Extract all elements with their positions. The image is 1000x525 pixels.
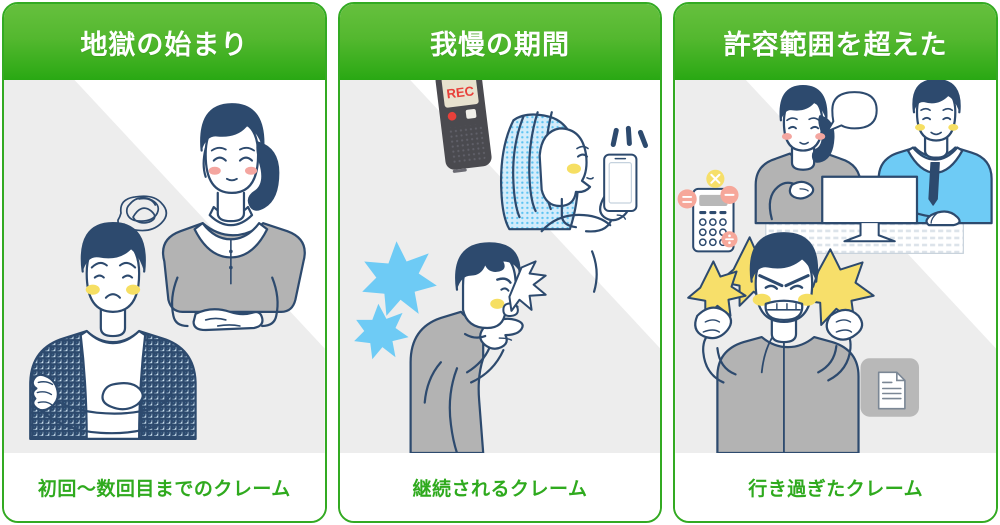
stage-1-illustration [4,80,325,453]
stage-card-2: 我慢の期間 [337,2,663,523]
stage-1-header: 地獄の始まり [4,4,325,80]
stage-1-caption: 初回～数回目までのクレーム [4,453,325,521]
stage-2-caption: 継続されるクレーム [339,453,661,521]
svg-text:REC: REC [445,83,475,101]
blue-starburst [353,241,437,360]
ic-voice-recorder: REC [435,80,492,173]
office-pair-angry-man-calculator-document-art [675,80,996,453]
empty-speech-bubble [826,91,879,133]
stage-2-header: 我慢の期間 [339,4,661,80]
voice-recorder-woman-phone-shouting-man-art: REC [340,80,661,453]
stage-card-1: 地獄の始まり [2,2,327,523]
math-symbol-badges [677,169,739,248]
stage-2-illustration: REC [339,80,661,453]
stage-card-3: 許容範囲を超えた [673,2,999,523]
stage-3-caption: 行き過ぎたクレーム [675,453,997,521]
stage-3-illustration [675,80,997,453]
apologizing-woman-and-upset-man-art [4,80,325,453]
document-icon [860,358,920,417]
stage-3-header: 許容範囲を超えた [675,4,997,80]
